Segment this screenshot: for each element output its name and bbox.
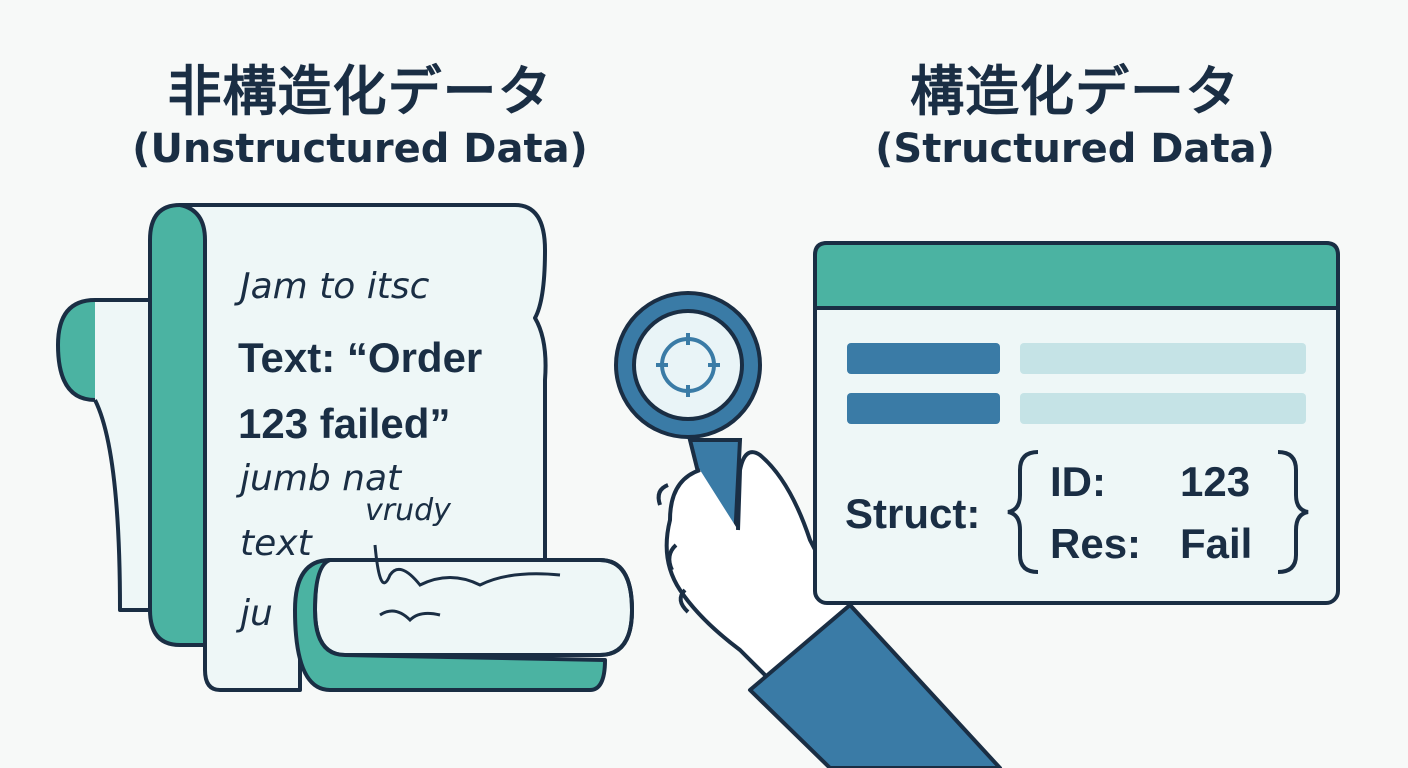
scribble-1: [373, 544, 561, 587]
magnifier: [614, 291, 762, 547]
field-bar-1: [847, 343, 1000, 374]
magnifier-lens: [632, 309, 744, 421]
scroll-bottom-curl: [313, 558, 634, 657]
scroll-text: Jam to itsc Text: “Order 123 failed” jum…: [234, 266, 561, 634]
struct-label: Struct:: [845, 490, 980, 537]
scroll-line-1: Jam to itsc: [234, 266, 430, 307]
scroll-line-5: vrudy: [365, 493, 452, 528]
scroll-line-7: ju: [235, 593, 273, 634]
unstructured-heading: 非構造化データ (Unstructured Data): [100, 60, 620, 174]
scroll-back-sheet: [93, 298, 152, 612]
scroll-line-4: jumb nat: [235, 458, 403, 499]
field-value-id: 123: [1180, 458, 1250, 505]
field-key-res: Res:: [1050, 520, 1141, 567]
structured-window: Struct: ID: 123 Res: Fail: [813, 241, 1340, 605]
structured-title-jp: 構造化データ: [910, 60, 1240, 123]
scroll-line-3: 123 failed”: [238, 400, 450, 447]
field-bar-2: [847, 393, 1000, 424]
scroll-line-6: text: [240, 523, 314, 564]
scroll-line-2: Text: “Order: [238, 334, 482, 381]
unstructured-title-jp: 非構造化データ: [167, 60, 553, 123]
brace-close: [1277, 450, 1309, 574]
value-bar-1: [1020, 343, 1306, 374]
target-icon: [656, 333, 720, 397]
field-key-id: ID:: [1050, 458, 1106, 505]
unstructured-scroll: [56, 203, 634, 692]
value-bar-2: [1020, 393, 1306, 424]
structured-heading: 構造化データ (Structured Data): [840, 60, 1310, 174]
scribble-2: [379, 609, 441, 623]
hand-sleeve: [748, 603, 1002, 768]
structured-title-en: (Structured Data): [875, 126, 1275, 172]
brace-open: [1007, 450, 1039, 574]
scroll-bottom-curl-inner: [293, 558, 607, 692]
field-value-res: Fail: [1180, 520, 1252, 567]
unstructured-title-en: (Unstructured Data): [132, 126, 588, 172]
window-titlebar: [813, 241, 1340, 310]
hand: [656, 450, 1002, 768]
